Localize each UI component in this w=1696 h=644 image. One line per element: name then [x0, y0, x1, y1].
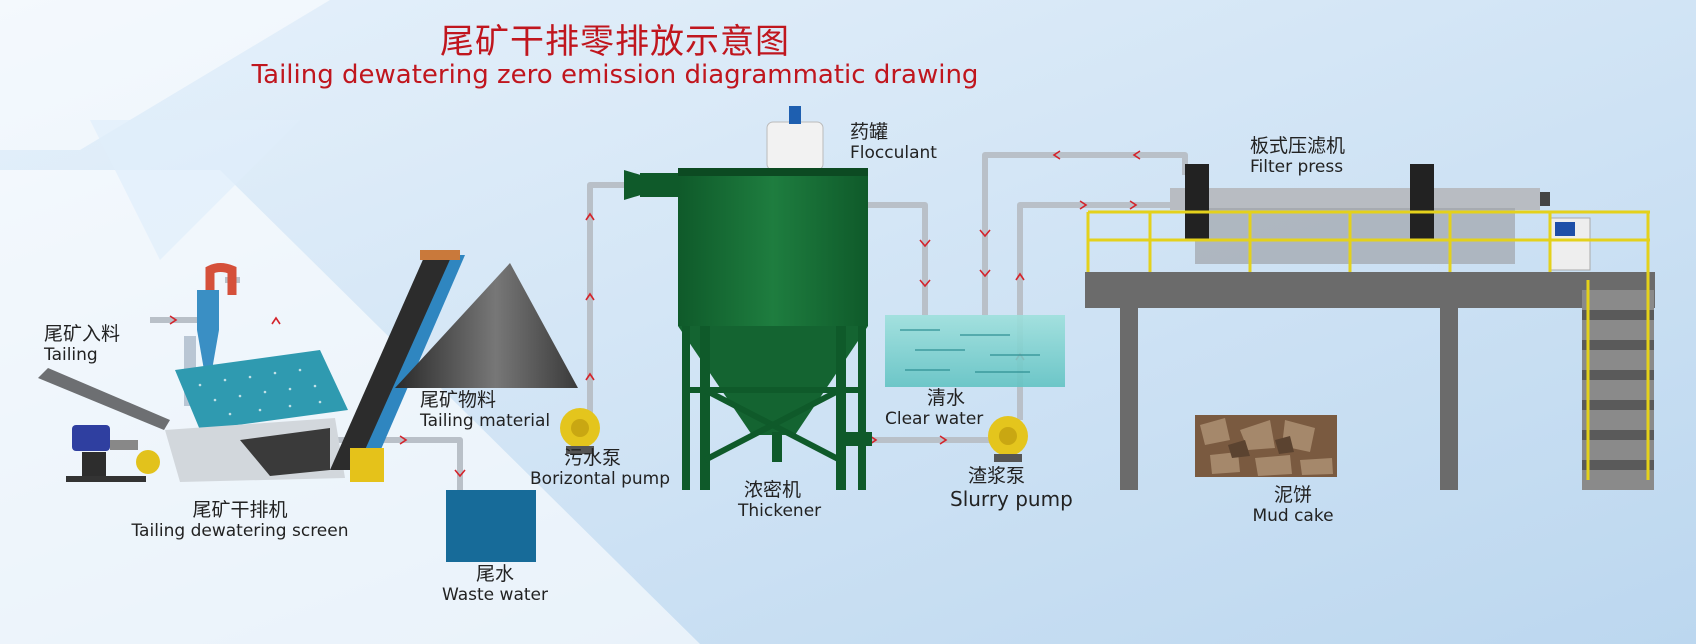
clear-water-pool [885, 315, 1065, 387]
label-filter-press: 板式压滤机 Filter press [1250, 136, 1345, 177]
label-sewage-pump-en: Borizontal pump [530, 470, 670, 490]
label-flocculant: 药罐 Flocculant [850, 122, 937, 163]
mud-cake [1195, 415, 1337, 477]
conveyor-drive [350, 448, 384, 482]
label-tailing-feed-en: Tailing [44, 346, 120, 366]
label-slurry-pump-en: Slurry pump [950, 488, 1073, 511]
motor [72, 425, 110, 451]
label-tailing-material-cn: 尾矿物料 [420, 390, 550, 412]
label-sewage-pump: 污水泵 Borizontal pump [530, 448, 670, 489]
label-thickener-en: Thickener [738, 502, 821, 522]
label-dewatering-screen-cn: 尾矿干排机 [116, 500, 364, 522]
label-tailing-material-en: Tailing material [420, 412, 550, 432]
label-mud-cake-cn: 泥饼 [1248, 485, 1338, 507]
label-clear-water-en: Clear water [885, 410, 983, 430]
label-slurry-pump: 渣浆泵 Slurry pump [950, 466, 1073, 511]
label-mud-cake: 泥饼 Mud cake [1248, 485, 1338, 526]
label-filter-press-en: Filter press [1250, 158, 1345, 178]
label-clear-water-cn: 清水 [885, 388, 983, 410]
waste-water-tank [446, 490, 536, 562]
label-mud-cake-en: Mud cake [1248, 507, 1338, 527]
diagram-title-cn: 尾矿干排零排放示意图 [0, 14, 1230, 63]
filter-press [1170, 188, 1540, 210]
label-waste-water: 尾水 Waste water [440, 564, 550, 605]
flocculant-tank [767, 122, 823, 170]
label-sewage-pump-cn: 污水泵 [530, 448, 670, 470]
diagram-title-en: Tailing dewatering zero emission diagram… [0, 60, 1230, 90]
label-filter-press-cn: 板式压滤机 [1250, 136, 1345, 158]
cyclone-body [197, 290, 219, 330]
label-thickener-cn: 浓密机 [738, 480, 821, 502]
label-waste-water-cn: 尾水 [440, 564, 550, 586]
feed-pump [136, 450, 160, 474]
label-slurry-pump-cn: 渣浆泵 [950, 466, 1073, 488]
label-thickener: 浓密机 Thickener [738, 480, 821, 521]
label-tailing-feed-cn: 尾矿入料 [44, 324, 120, 346]
label-waste-water-en: Waste water [440, 586, 550, 606]
label-clear-water: 清水 Clear water [885, 388, 983, 429]
label-tailing-feed: 尾矿入料 Tailing [44, 324, 120, 365]
slurry-pump [988, 416, 1028, 462]
thickener-tank [678, 168, 868, 326]
label-dewatering-screen-en: Tailing dewatering screen [116, 522, 364, 542]
label-tailing-material: 尾矿物料 Tailing material [420, 390, 550, 431]
label-flocculant-cn: 药罐 [850, 122, 937, 144]
label-dewatering-screen: 尾矿干排机 Tailing dewatering screen [116, 500, 364, 541]
label-flocculant-en: Flocculant [850, 144, 937, 164]
